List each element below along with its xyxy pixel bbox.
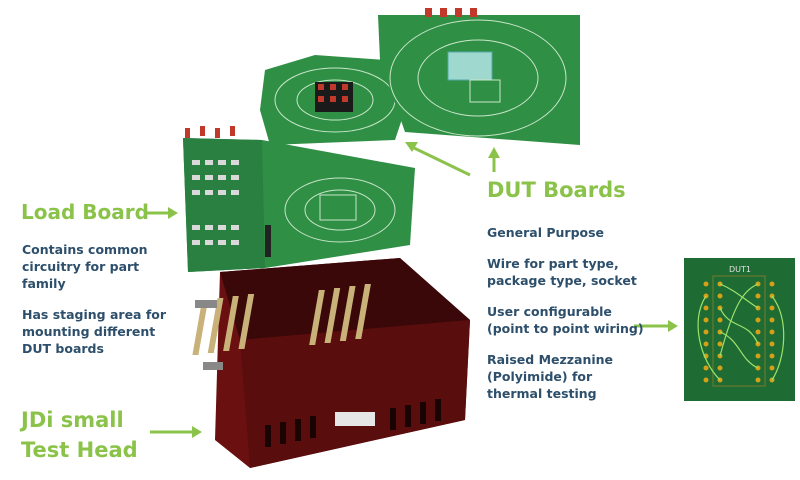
load-board-note-2: Has staging area for mounting different … [22,307,167,356]
dut-board-left [260,55,405,145]
dut-wiring-closeup: DUT1 [684,258,795,401]
load-board-arrow [146,207,178,219]
dut-board-note-4: Raised Mezzanine (Polyimide) for thermal… [487,352,614,401]
test-head-label-line2: Test Head [21,438,138,462]
dut-board-note-2: Wire for part type, package type, socket [487,256,637,288]
dut-board-note-1: General Purpose [487,225,605,240]
load-board-notes: Contains common circuitry for part famil… [22,241,192,371]
dut-wiring-arrow [634,320,678,332]
dut-board-right [378,8,580,145]
dut-boards-arrow-left [405,142,471,177]
dut-board-note-3: User configurable (point to point wiring… [487,304,644,336]
load-board-pcb [183,126,415,272]
dut-board-notes: General Purpose Wire for part type, pack… [487,224,667,416]
test-head-label-line1: JDi small [21,408,124,432]
dut-boards-arrow-up [488,147,500,172]
dut-boards-label: DUT Boards [487,178,626,202]
load-board-note-1: Contains common circuitry for part famil… [22,242,148,291]
test-head-chassis [192,258,470,468]
test-head-arrow [150,426,202,438]
dut-silkscreen-label: DUT1 [729,265,751,274]
load-board-label: Load Board [21,200,149,224]
